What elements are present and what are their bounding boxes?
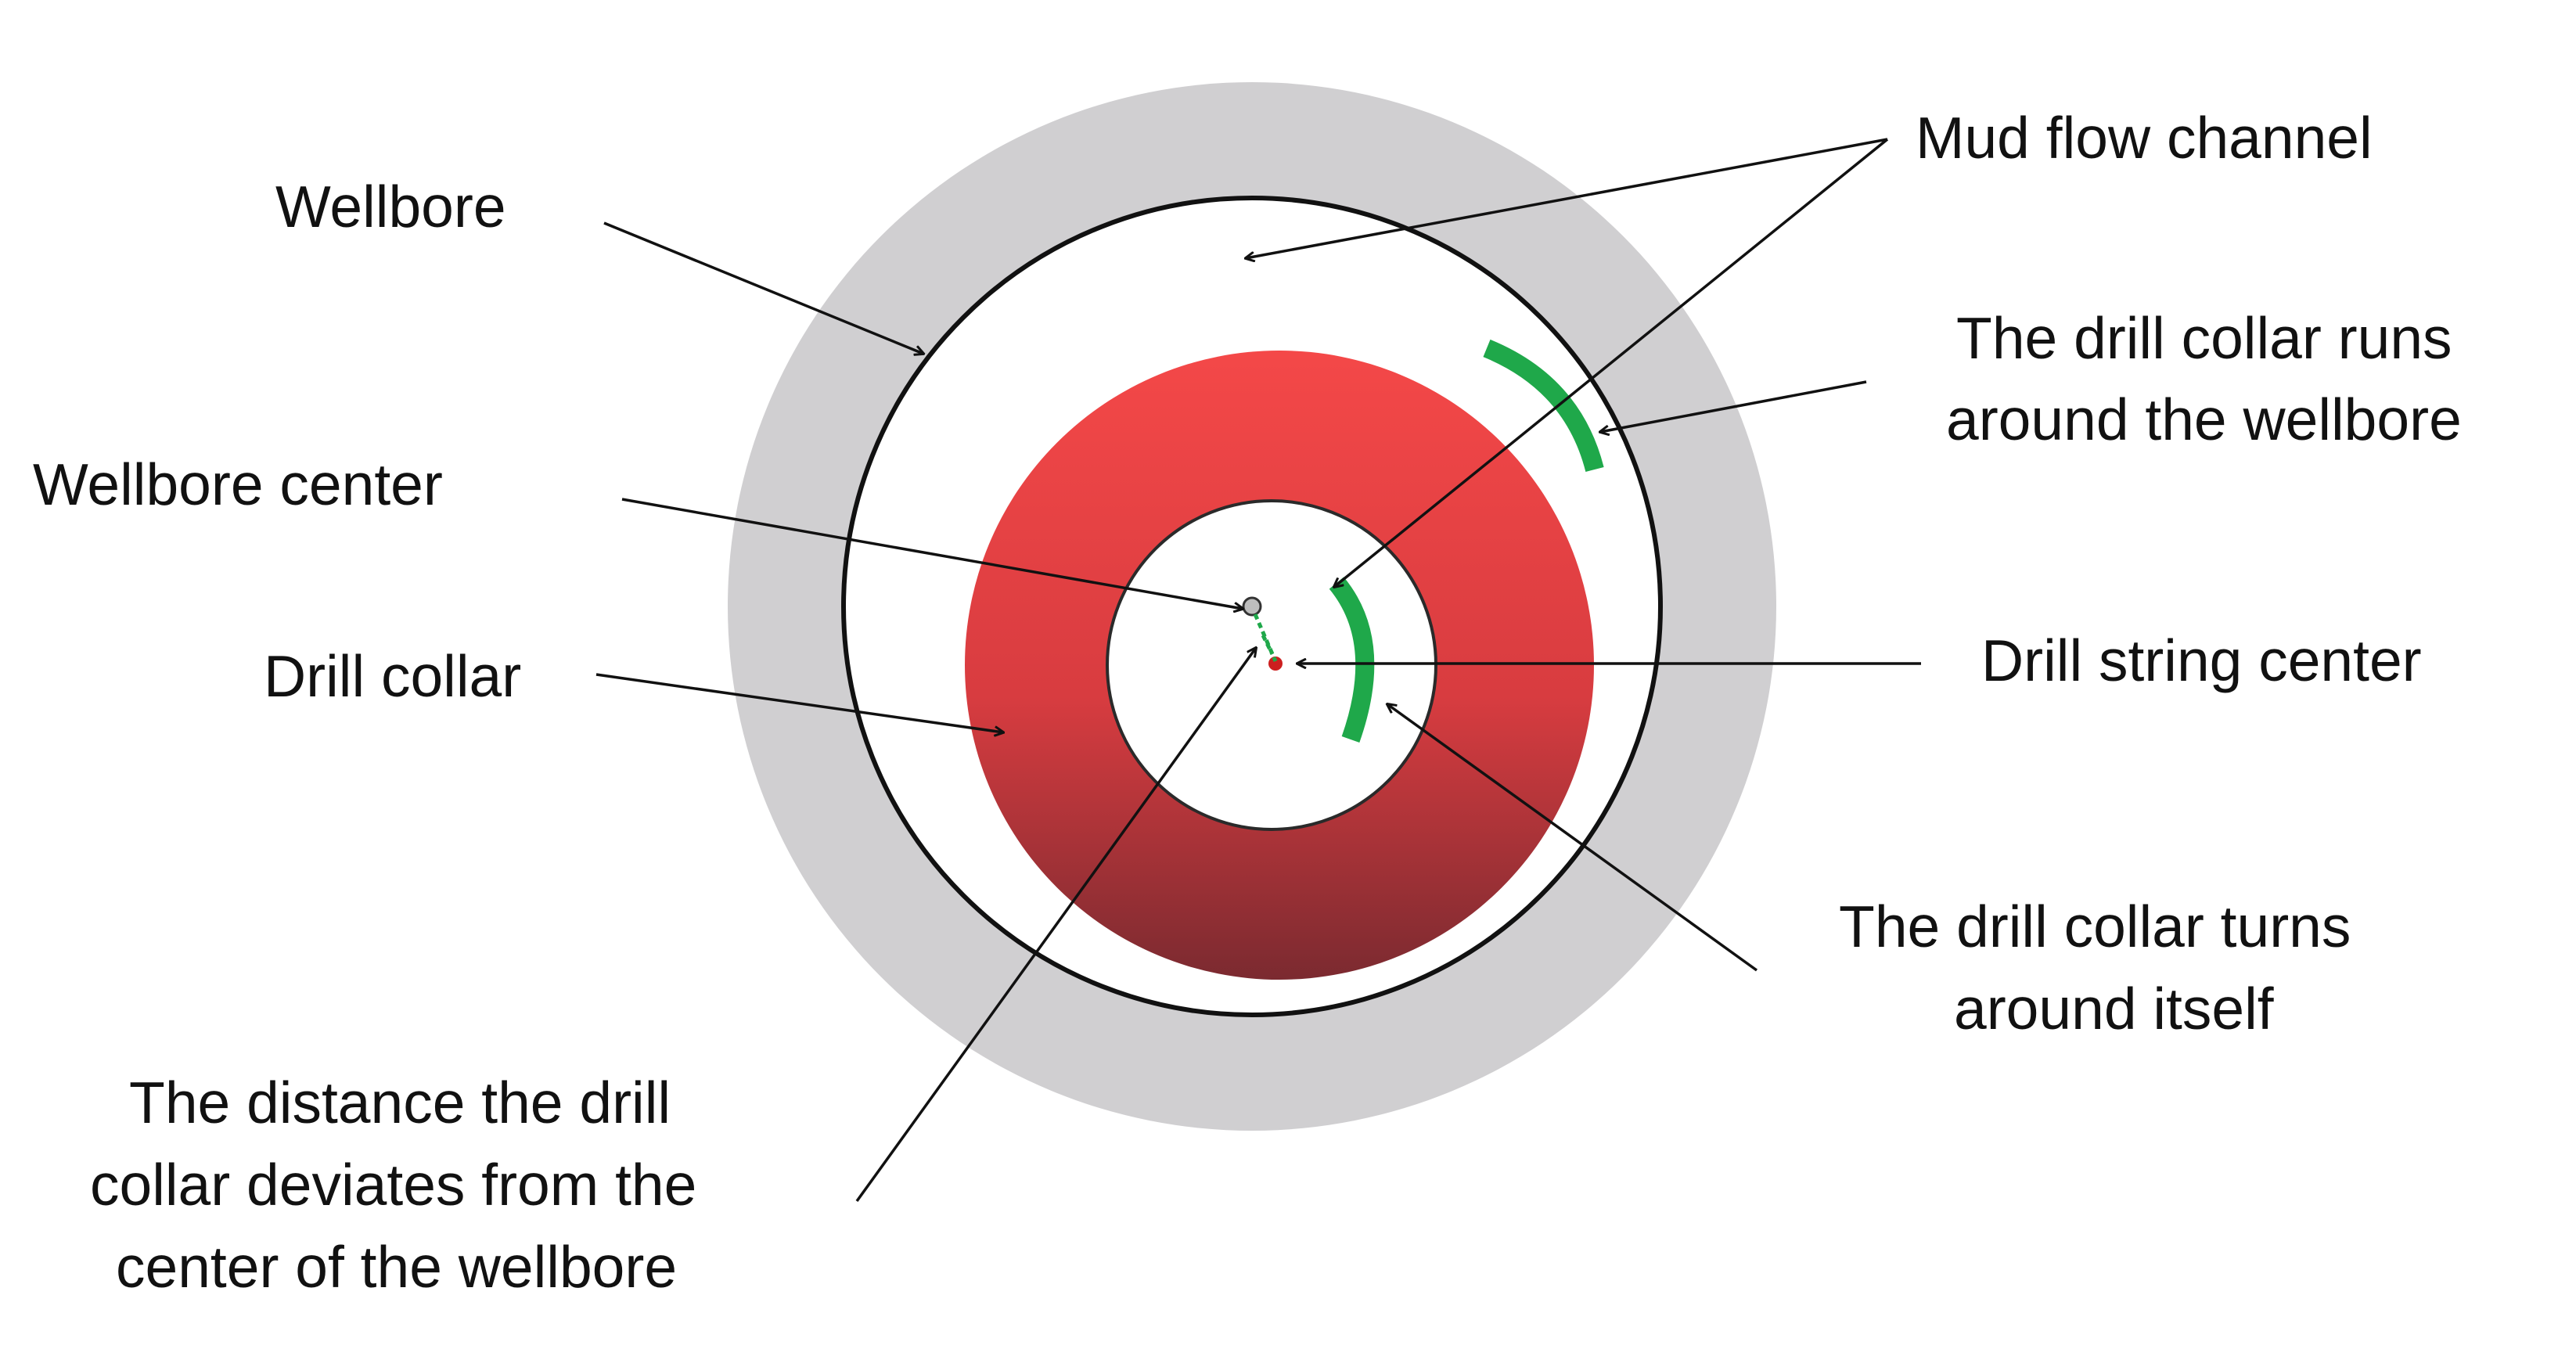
rotation-arc-self <box>1329 577 1375 743</box>
drill-string-center-marker <box>1268 657 1283 671</box>
label-drill-collar: Drill collar <box>264 643 521 709</box>
label-collar-turns-line2: around itself <box>1954 976 2274 1041</box>
orbit-arc-whirl <box>1483 339 1604 473</box>
label-collar-runs-line1: The drill collar runs <box>1956 305 2452 371</box>
leader-drill-collar <box>595 673 1003 732</box>
leader-mud-flow-outer <box>1246 138 1888 258</box>
leader-mud-flow-inner <box>1334 138 1889 587</box>
leader-distance <box>855 648 1256 1203</box>
leader-wellbore-center <box>621 498 1243 609</box>
label-drill-string-center: Drill string center <box>1981 628 2422 693</box>
leader-collar-runs <box>1600 380 1867 432</box>
label-wellbore-center: Wellbore center <box>33 451 443 517</box>
label-mud-flow-channel: Mud flow channel <box>1916 105 2373 171</box>
label-wellbore: Wellbore <box>275 174 506 239</box>
wellbore-center-marker <box>1242 596 1262 617</box>
label-distance-line2: collar deviates from the <box>90 1152 696 1218</box>
label-collar-turns-line1: The drill collar turns <box>1839 894 2351 959</box>
deviation-indicator <box>1253 613 1278 662</box>
label-collar-runs-line2: around the wellbore <box>1946 387 2462 452</box>
label-distance-line1: The distance the drill <box>129 1070 671 1135</box>
leader-lines <box>595 138 1921 1203</box>
leader-wellbore <box>603 221 923 354</box>
label-distance-line3: center of the wellbore <box>116 1234 677 1300</box>
leader-collar-turns <box>1387 704 1758 972</box>
